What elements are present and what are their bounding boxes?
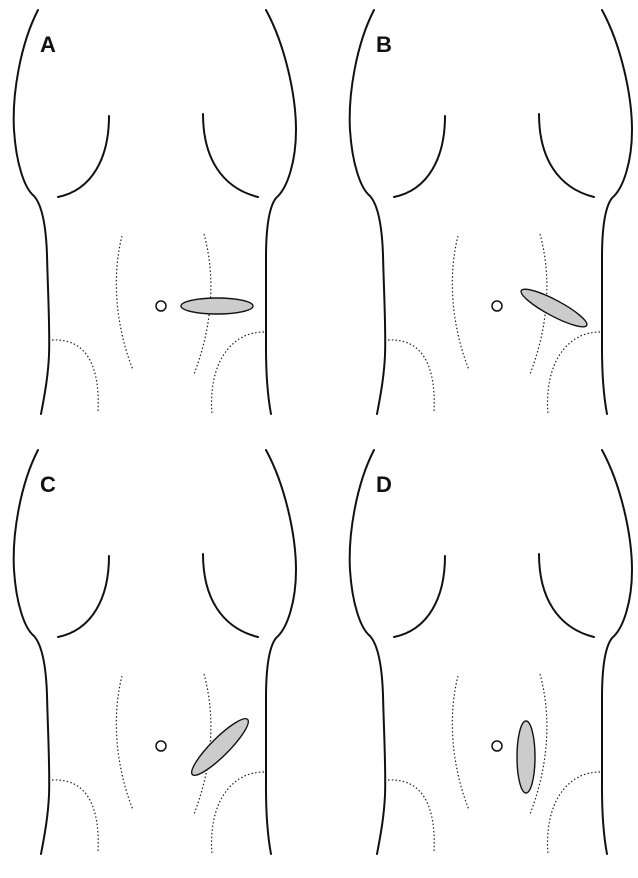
left-iliac-crest — [388, 340, 434, 412]
torso-left-outline — [350, 450, 386, 854]
right-arm-contour — [203, 114, 258, 197]
right-iliac-crest — [548, 772, 600, 854]
right-iliac-crest — [548, 332, 600, 414]
left-iliac-crest — [52, 340, 98, 412]
left-iliac-crest — [52, 780, 98, 852]
right-iliac-crest — [212, 332, 264, 414]
left-arm-contour — [58, 556, 109, 637]
right-iliac-crest — [212, 772, 264, 854]
incision-transverse — [181, 298, 253, 314]
panel-label-d: D — [376, 472, 392, 497]
left-rectus-line — [452, 676, 469, 810]
panel-d: D — [350, 450, 632, 854]
incision-oblique — [518, 284, 591, 333]
torso-right-outline — [602, 10, 632, 414]
panel-c: C — [14, 450, 296, 854]
panel-label-a: A — [40, 32, 56, 57]
umbilicus-marker — [492, 741, 502, 751]
panel-a: A — [14, 10, 296, 414]
umbilicus-marker — [492, 301, 502, 311]
umbilicus-marker — [156, 741, 166, 751]
umbilicus-marker — [156, 301, 166, 311]
right-arm-contour — [539, 554, 594, 637]
right-rectus-line — [194, 674, 211, 814]
incision-vertical — [517, 721, 535, 793]
incision-oblique — [186, 713, 254, 781]
left-rectus-line — [116, 236, 133, 370]
left-rectus-line — [452, 236, 469, 370]
torso-left-outline — [14, 450, 50, 854]
right-arm-contour — [539, 114, 594, 197]
left-arm-contour — [58, 116, 109, 197]
torso-left-outline — [350, 10, 386, 414]
torso-right-outline — [602, 450, 632, 854]
panel-b: B — [350, 10, 632, 414]
panel-label-b: B — [376, 32, 392, 57]
left-iliac-crest — [388, 780, 434, 852]
left-arm-contour — [394, 116, 445, 197]
left-rectus-line — [116, 676, 133, 810]
panel-label-c: C — [40, 472, 56, 497]
torso-left-outline — [14, 10, 50, 414]
torso-right-outline — [266, 10, 296, 414]
right-arm-contour — [203, 554, 258, 637]
left-arm-contour — [394, 556, 445, 637]
torso-right-outline — [266, 450, 296, 854]
